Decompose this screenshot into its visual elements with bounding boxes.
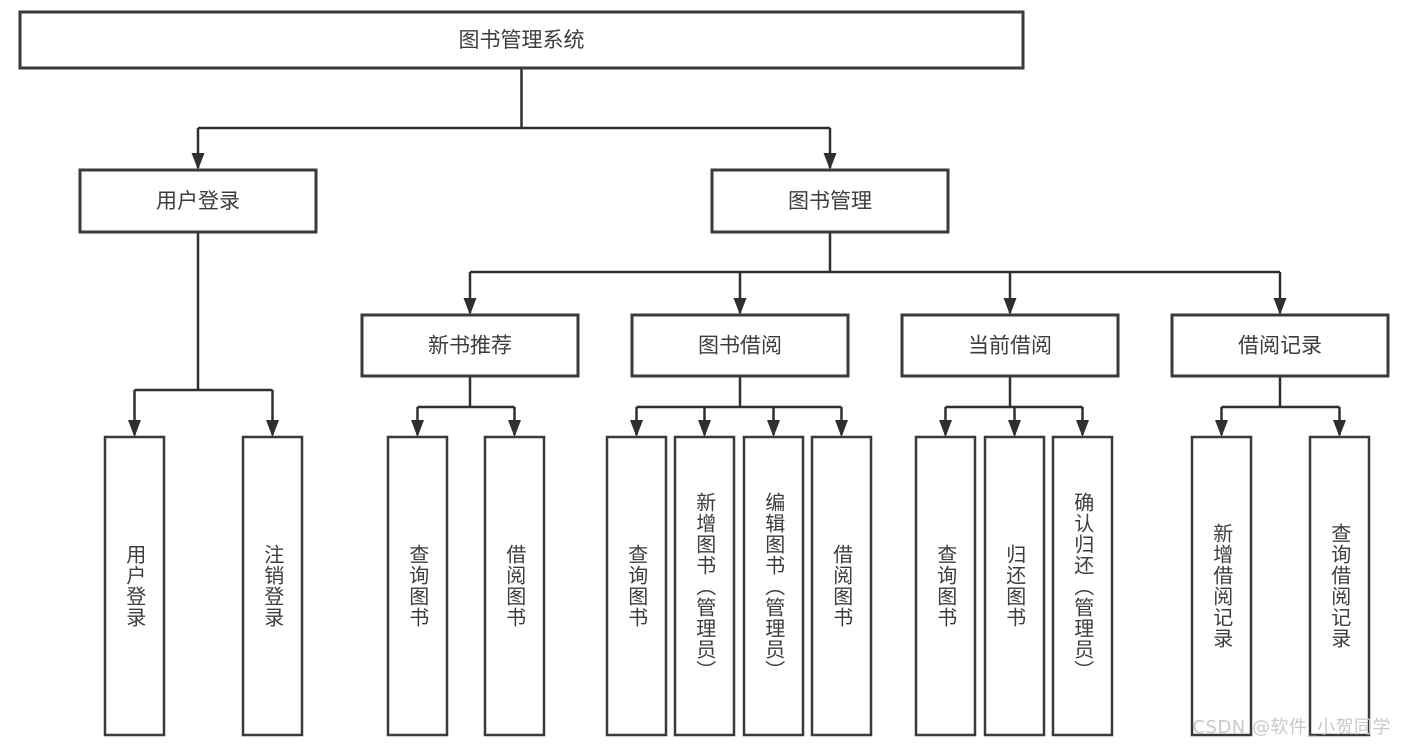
node-label: 归还图书 xyxy=(1002,544,1027,628)
node-label-wrap: 查询图书 xyxy=(933,544,958,628)
node-leaf-12[interactable]: 查询借阅记录 xyxy=(1308,435,1371,737)
node-box xyxy=(360,313,580,378)
node-level2-1[interactable]: 图书管理 xyxy=(710,168,950,234)
node-label: 注销登录 xyxy=(260,544,285,628)
node-label: 借阅记录 xyxy=(1238,334,1322,358)
node-label: 查询借阅记录 xyxy=(1327,523,1352,649)
node-box xyxy=(241,435,304,737)
node-box xyxy=(900,313,1120,378)
node-leaf-4[interactable]: 查询图书 xyxy=(605,435,668,737)
node-label-wrap: 查询图书 xyxy=(624,544,649,628)
arrow-head xyxy=(1333,420,1346,437)
node-label: 查询图书 xyxy=(624,544,649,628)
node-label-wrap: 新增图书（管理员） xyxy=(692,491,717,681)
node-label: 查询图书 xyxy=(405,544,430,628)
node-box xyxy=(810,435,873,737)
node-label: 确认归还（管理员） xyxy=(1070,491,1095,681)
node-label-wrap: 查询图书 xyxy=(405,544,430,628)
node-leaf-5[interactable]: 新增图书（管理员） xyxy=(673,435,736,737)
nodes-layer: 图书管理系统用户登录图书管理新书推荐图书借阅当前借阅借阅记录用户登录注销登录查询… xyxy=(18,10,1390,737)
node-label: 新增借阅记录 xyxy=(1209,523,1234,649)
node-label-wrap: 查询借阅记录 xyxy=(1327,523,1352,649)
node-level3-3[interactable]: 借阅记录 xyxy=(1170,313,1390,378)
arrow-head xyxy=(463,298,477,315)
node-leaf-1[interactable]: 注销登录 xyxy=(241,435,304,737)
node-box xyxy=(78,168,318,234)
node-box xyxy=(1308,435,1371,737)
node-leaf-9[interactable]: 归还图书 xyxy=(983,435,1046,737)
arrow-head xyxy=(939,420,952,437)
node-box xyxy=(605,435,668,737)
node-label: 图书管理系统 xyxy=(459,28,585,52)
watermark: CSDN @软件_小贺同学 xyxy=(1192,717,1391,738)
arrow-head xyxy=(128,420,141,437)
node-leaf-10[interactable]: 确认归还（管理员） xyxy=(1051,435,1114,737)
node-box xyxy=(983,435,1046,737)
node-label-wrap: 注销登录 xyxy=(260,544,285,628)
node-box xyxy=(630,313,850,378)
node-box xyxy=(1170,313,1390,378)
node-level3-1[interactable]: 图书借阅 xyxy=(630,313,850,378)
node-box xyxy=(673,435,736,737)
arrow-head xyxy=(1003,298,1017,315)
arrow-head xyxy=(1273,298,1287,315)
node-level3-0[interactable]: 新书推荐 xyxy=(360,313,580,378)
arrow-head xyxy=(508,420,521,437)
node-box xyxy=(710,168,950,234)
node-leaf-6[interactable]: 编辑图书（管理员） xyxy=(742,435,805,737)
arrow-head xyxy=(266,420,279,437)
node-label-wrap: 归还图书 xyxy=(1002,544,1027,628)
node-box xyxy=(742,435,805,737)
edges-layer xyxy=(128,68,1346,437)
arrow-head xyxy=(835,420,848,437)
node-label: 编辑图书（管理员） xyxy=(761,491,786,681)
node-label-wrap: 新增借阅记录 xyxy=(1209,523,1234,649)
node-box xyxy=(103,435,166,737)
node-label: 图书借阅 xyxy=(698,334,782,358)
node-level3-2[interactable]: 当前借阅 xyxy=(900,313,1120,378)
arrow-head xyxy=(1215,420,1228,437)
node-label: 借阅图书 xyxy=(502,544,527,628)
node-label-wrap: 借阅图书 xyxy=(502,544,527,628)
node-box xyxy=(18,10,1025,70)
node-root[interactable]: 图书管理系统 xyxy=(18,10,1025,70)
arrow-head xyxy=(1008,420,1021,437)
node-leaf-3[interactable]: 借阅图书 xyxy=(483,435,546,737)
node-label-wrap: 确认归还（管理员） xyxy=(1070,491,1095,681)
node-label: 图书管理 xyxy=(788,189,872,213)
arrow-head xyxy=(698,420,711,437)
node-label-wrap: 编辑图书（管理员） xyxy=(761,491,786,681)
node-box xyxy=(1051,435,1114,737)
node-box xyxy=(914,435,977,737)
node-leaf-2[interactable]: 查询图书 xyxy=(386,435,449,737)
node-leaf-8[interactable]: 查询图书 xyxy=(914,435,977,737)
node-leaf-11[interactable]: 新增借阅记录 xyxy=(1190,435,1253,737)
arrow-head xyxy=(823,153,837,170)
node-label: 当前借阅 xyxy=(968,334,1052,358)
node-label: 用户登录 xyxy=(122,544,147,628)
node-label: 借阅图书 xyxy=(829,544,854,628)
node-leaf-7[interactable]: 借阅图书 xyxy=(810,435,873,737)
node-box xyxy=(483,435,546,737)
node-label-wrap: 借阅图书 xyxy=(829,544,854,628)
arrow-head xyxy=(630,420,643,437)
arrow-head xyxy=(191,153,205,170)
node-label: 新增图书（管理员） xyxy=(692,491,717,681)
node-label-wrap: 用户登录 xyxy=(122,544,147,628)
node-label: 新书推荐 xyxy=(428,334,512,358)
arrow-head xyxy=(733,298,747,315)
node-level2-0[interactable]: 用户登录 xyxy=(78,168,318,234)
node-label: 查询图书 xyxy=(933,544,958,628)
arrow-head xyxy=(1076,420,1089,437)
node-leaf-0[interactable]: 用户登录 xyxy=(103,435,166,737)
node-box xyxy=(386,435,449,737)
node-label: 用户登录 xyxy=(156,189,240,213)
node-box xyxy=(1190,435,1253,737)
arrow-head xyxy=(411,420,424,437)
arrow-head xyxy=(767,420,780,437)
